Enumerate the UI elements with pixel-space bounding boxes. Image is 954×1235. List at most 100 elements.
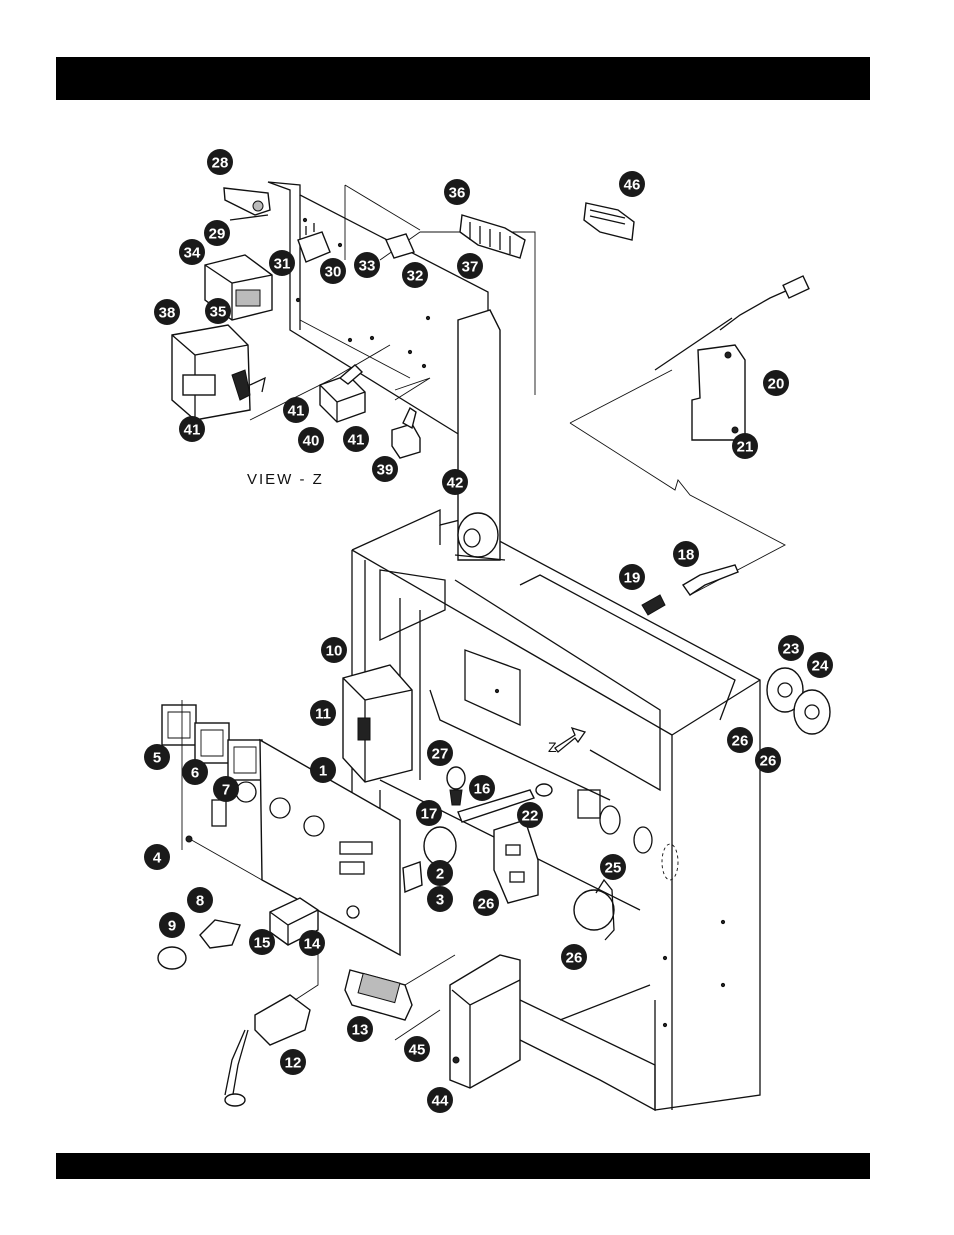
callout-3: 3 [427, 886, 453, 912]
callout-31: 31 [269, 250, 295, 276]
callout-number: 35 [210, 304, 227, 321]
callout-33: 33 [354, 252, 380, 278]
callout-number: 13 [352, 1022, 369, 1039]
callout-number: 23 [783, 641, 800, 658]
callout-number: 26 [478, 896, 495, 913]
callout-2: 2 [427, 860, 453, 886]
callout-number: 46 [624, 177, 641, 194]
callout-number: 18 [678, 547, 695, 564]
callout-1: 1 [310, 757, 336, 783]
callout-number: 21 [737, 439, 754, 456]
callout-number: 28 [212, 155, 229, 172]
callout-38: 38 [154, 299, 180, 325]
callout-number: 25 [605, 860, 622, 877]
callout-15: 15 [249, 929, 275, 955]
callout-number: 16 [474, 781, 491, 798]
callout-34: 34 [179, 239, 205, 265]
callout-27: 27 [427, 740, 453, 766]
callout-number: 15 [254, 935, 271, 952]
callout-number: 19 [624, 570, 641, 587]
callout-6: 6 [182, 759, 208, 785]
callout-number: 3 [436, 892, 444, 909]
callout-number: 37 [462, 259, 479, 276]
callout-number: 44 [432, 1093, 449, 1110]
callout-number: 9 [168, 918, 176, 935]
callout-number: 36 [449, 185, 466, 202]
callout-41a: 41 [179, 416, 205, 442]
callout-number: 7 [222, 782, 230, 799]
callout-number: 32 [407, 268, 424, 285]
callout-17: 17 [416, 800, 442, 826]
callout-26b: 26 [755, 747, 781, 773]
callout-number: 27 [432, 746, 449, 763]
callout-number: 14 [304, 936, 321, 953]
callout-number: 29 [209, 226, 226, 243]
callout-39: 39 [372, 456, 398, 482]
callout-number: 39 [377, 462, 394, 479]
callout-number: 12 [285, 1055, 302, 1072]
callout-number: 22 [522, 808, 539, 825]
callout-number: 41 [348, 432, 365, 449]
callout-number: 40 [303, 433, 320, 450]
callout-number: 24 [812, 658, 829, 675]
callout-18: 18 [673, 541, 699, 567]
callout-number: 31 [274, 256, 291, 273]
callout-36: 36 [444, 179, 470, 205]
callout-42: 42 [442, 469, 468, 495]
callout-28: 28 [207, 149, 233, 175]
callout-25: 25 [600, 854, 626, 880]
callout-24: 24 [807, 652, 833, 678]
callout-37: 37 [457, 253, 483, 279]
callout-30: 30 [320, 258, 346, 284]
callout-number: 20 [768, 376, 785, 393]
callout-4: 4 [144, 844, 170, 870]
callout-13: 13 [347, 1016, 373, 1042]
callout-5: 5 [144, 744, 170, 770]
callout-number: 41 [184, 422, 201, 439]
callout-12: 12 [280, 1049, 306, 1075]
callout-number: 1 [319, 763, 327, 780]
callout-number: 2 [436, 866, 444, 883]
callout-10: 10 [321, 637, 347, 663]
callout-20: 20 [763, 370, 789, 396]
callout-number: 45 [409, 1042, 426, 1059]
callout-number: 26 [566, 950, 583, 967]
callout-number: 26 [760, 753, 777, 770]
callout-14: 14 [299, 930, 325, 956]
callout-11: 11 [310, 700, 336, 726]
callout-number: 33 [359, 258, 376, 275]
callout-46: 46 [619, 171, 645, 197]
callout-40: 40 [298, 427, 324, 453]
callout-35: 35 [205, 298, 231, 324]
callout-8: 8 [187, 887, 213, 913]
callout-number: 38 [159, 305, 176, 322]
callout-7: 7 [213, 776, 239, 802]
callout-44: 44 [427, 1087, 453, 1113]
z-direction-marker: Z [548, 739, 557, 755]
callout-26d: 26 [561, 944, 587, 970]
callout-23: 23 [778, 635, 804, 661]
callout-16: 16 [469, 775, 495, 801]
callout-number: 41 [288, 403, 305, 420]
callout-22: 22 [517, 802, 543, 828]
callout-41c: 41 [343, 426, 369, 452]
callout-21: 21 [732, 433, 758, 459]
callout-number: 30 [325, 264, 342, 281]
callout-26c: 26 [473, 890, 499, 916]
callout-number: 6 [191, 765, 199, 782]
callout-number: 4 [153, 850, 162, 867]
callout-29: 29 [204, 220, 230, 246]
callout-number: 42 [447, 475, 464, 492]
view-z-label: VIEW - Z [247, 471, 324, 488]
callout-number: 17 [421, 806, 438, 823]
callout-number: 11 [315, 706, 331, 723]
callout-number: 5 [153, 750, 161, 767]
callout-45: 45 [404, 1036, 430, 1062]
callout-26a: 26 [727, 727, 753, 753]
callout-number: 34 [184, 245, 201, 262]
callout-32: 32 [402, 262, 428, 288]
callout-number: 8 [196, 893, 204, 910]
callout-9: 9 [159, 912, 185, 938]
callout-number: 10 [326, 643, 343, 660]
